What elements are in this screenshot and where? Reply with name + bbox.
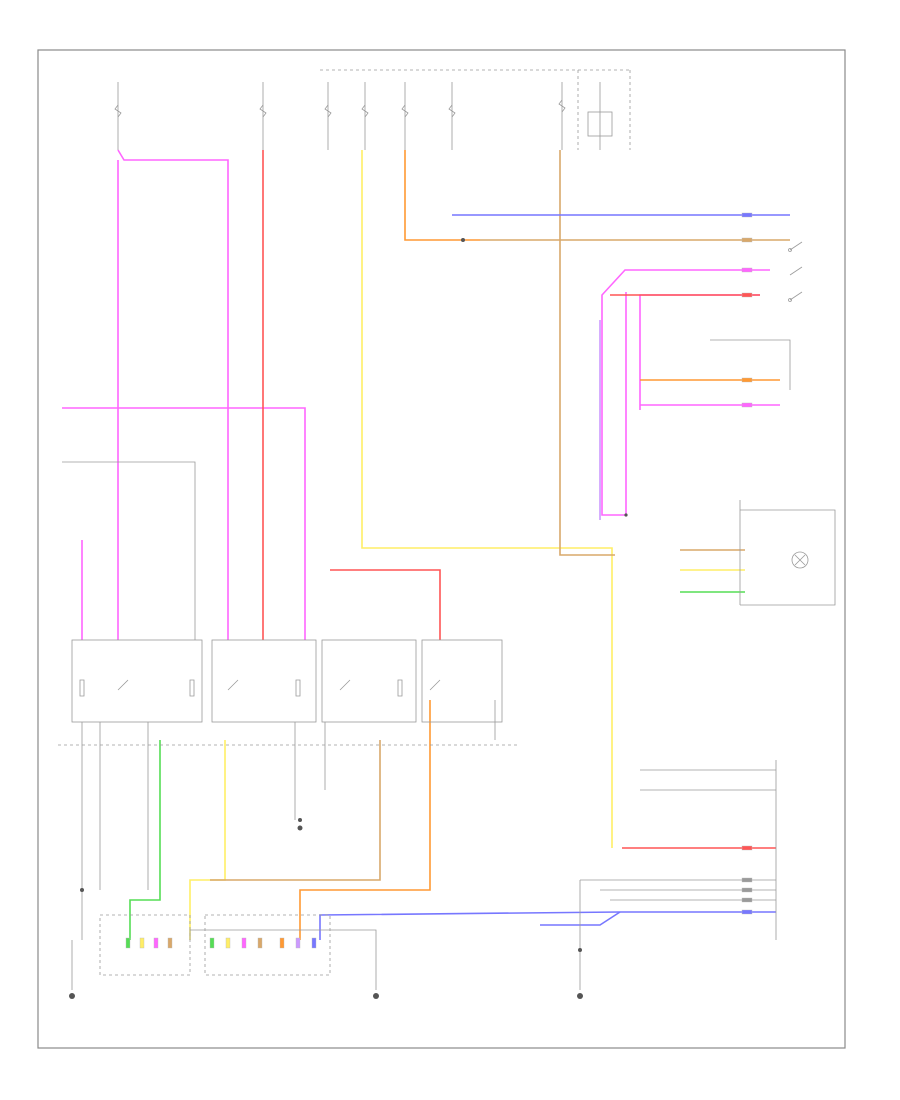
right-connector-pins [741, 212, 753, 915]
tan-wires [210, 150, 790, 881]
gray-wires [62, 339, 836, 950]
trailer-connector-left [99, 914, 191, 976]
pink-wires [62, 149, 780, 640]
red-wires [262, 150, 776, 849]
switch-contacts [788, 241, 803, 302]
lamp-icon [791, 551, 809, 569]
diagram-frame [37, 49, 846, 1049]
green-wires [129, 591, 745, 940]
fuse-feeds [117, 69, 631, 150]
ground-icons [69, 825, 583, 999]
relay-outputs [71, 722, 581, 990]
orange-wires [299, 150, 780, 940]
fuse-symbols [114, 99, 566, 118]
blue-wires [319, 214, 790, 940]
yellow-wires [189, 150, 745, 940]
splice-dots [80, 238, 628, 952]
relay-boxes [71, 639, 503, 723]
trailer-connector-right [204, 914, 331, 976]
